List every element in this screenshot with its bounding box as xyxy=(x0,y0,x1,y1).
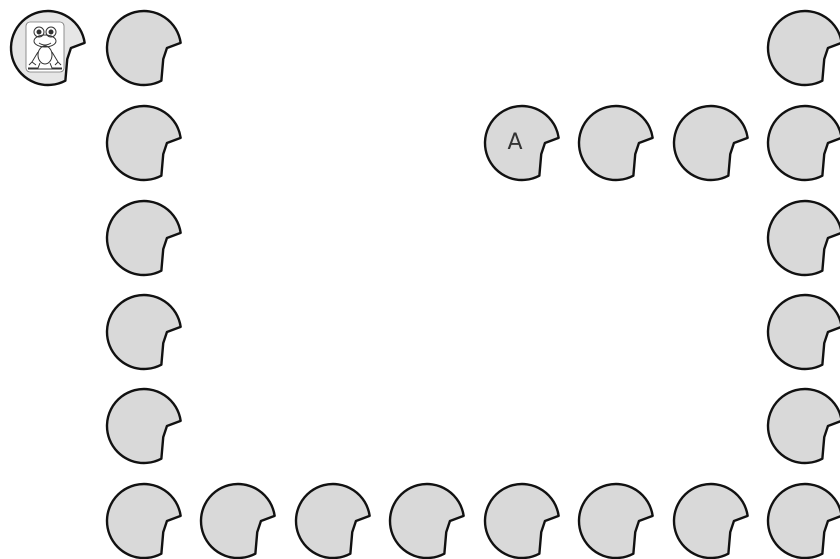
board-tile[interactable] xyxy=(574,479,658,559)
board-tile[interactable] xyxy=(102,290,186,374)
tile-shape xyxy=(763,290,840,374)
board-tile[interactable] xyxy=(102,196,186,280)
tile-shape xyxy=(574,101,658,185)
board-tile[interactable] xyxy=(763,479,840,559)
tile-shape xyxy=(291,479,375,559)
board-tile[interactable] xyxy=(763,101,840,185)
tile-shape xyxy=(669,479,753,559)
board-tile[interactable] xyxy=(291,479,375,559)
board-tile[interactable] xyxy=(102,384,186,468)
board-tile[interactable] xyxy=(102,101,186,185)
board-tile[interactable] xyxy=(574,101,658,185)
tile-shape xyxy=(763,101,840,185)
tile-shape xyxy=(763,6,840,90)
tile-shape xyxy=(480,101,564,185)
tile-shape xyxy=(763,196,840,280)
board-tile[interactable] xyxy=(763,290,840,374)
start-tile[interactable] xyxy=(6,6,90,90)
tile-shape xyxy=(102,196,186,280)
tile-shape xyxy=(102,6,186,90)
tile-shape xyxy=(6,6,90,90)
board-tile[interactable] xyxy=(763,196,840,280)
tile-shape xyxy=(480,479,564,559)
board-tile[interactable] xyxy=(196,479,280,559)
tile-shape xyxy=(102,101,186,185)
board-tile[interactable]: A xyxy=(480,101,564,185)
board-tile[interactable] xyxy=(102,6,186,90)
tile-shape xyxy=(763,384,840,468)
tile-shape xyxy=(385,479,469,559)
tile-shape xyxy=(102,384,186,468)
tile-shape xyxy=(196,479,280,559)
frog-icon xyxy=(26,22,64,72)
board-tile[interactable] xyxy=(385,479,469,559)
board-tile[interactable] xyxy=(102,479,186,559)
tile-shape xyxy=(102,290,186,374)
tile-shape xyxy=(574,479,658,559)
tile-shape xyxy=(763,479,840,559)
board-tile[interactable] xyxy=(763,384,840,468)
board-tile[interactable] xyxy=(669,101,753,185)
tile-shape xyxy=(102,479,186,559)
board-tile[interactable] xyxy=(763,6,840,90)
board-tile[interactable] xyxy=(669,479,753,559)
tile-shape xyxy=(669,101,753,185)
board-tile[interactable] xyxy=(480,479,564,559)
